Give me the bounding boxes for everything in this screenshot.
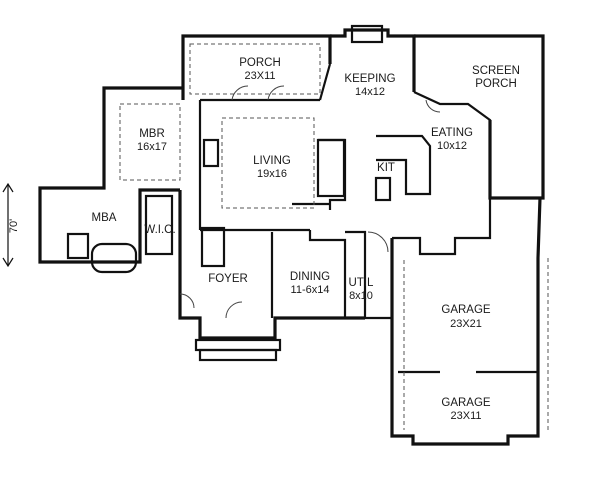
living-stair <box>316 138 346 198</box>
dashed-porch <box>189 43 321 95</box>
porch-name: PORCH <box>239 57 281 69</box>
door-swings <box>179 85 441 319</box>
dining-name: DINING <box>290 271 330 283</box>
screen-porch-name: SCREEN <box>472 65 520 77</box>
door-swing-3 <box>425 99 441 113</box>
living-size: 19x16 <box>257 168 287 180</box>
fireplace <box>202 138 220 168</box>
keeping-size: 14x12 <box>355 86 385 98</box>
garage1-name: GARAGE <box>441 304 491 316</box>
mbr-name: MBR <box>139 128 165 140</box>
dashed-mbr <box>119 103 181 181</box>
foyer-stair <box>200 226 226 268</box>
door-swing-2 <box>267 85 285 101</box>
wic-shelf <box>144 194 174 256</box>
chimney <box>350 24 384 44</box>
bath-shower <box>66 232 90 260</box>
wic-name: W.I.C. <box>144 224 175 236</box>
dashed-lines <box>119 43 549 432</box>
eating-size: 10x12 <box>437 140 467 152</box>
mba-name: MBA <box>92 212 117 224</box>
dashed-living <box>221 117 315 209</box>
wall-porch-north <box>181 34 332 100</box>
porch-step-1 <box>194 338 282 352</box>
wall-kit-garage <box>392 198 492 256</box>
foyer-name: FOYER <box>208 273 248 285</box>
screen-porch-name2: PORCH <box>475 78 517 90</box>
door-swing-1 <box>231 85 249 101</box>
door-swing-4 <box>225 301 243 319</box>
dimension-marker <box>2 182 14 268</box>
kit-name: KIT <box>377 162 395 174</box>
room-labels: PORCH 23X11 KEEPING 14x12 SCREEN PORCH M… <box>92 57 520 422</box>
kitchen-island <box>376 134 432 196</box>
door-swing-5 <box>367 231 389 253</box>
dimension-label: 70' <box>8 219 20 233</box>
garage2-name: GARAGE <box>441 397 491 409</box>
wall-stair <box>318 138 347 210</box>
wall-keeping-side <box>318 63 332 101</box>
exterior-walls <box>38 28 545 446</box>
keeping-name: KEEPING <box>344 73 395 85</box>
util-name: UTIL <box>349 277 375 289</box>
mbr-size: 16x17 <box>137 141 167 153</box>
porch-size: 23X11 <box>245 70 276 82</box>
kitchen-range <box>374 176 392 202</box>
wall-west-lower <box>178 190 365 340</box>
dining-size: 11-6x14 <box>291 284 330 296</box>
porch-step-2 <box>198 348 278 362</box>
door-swing-6 <box>179 293 195 309</box>
util-size: 8x10 <box>349 290 373 302</box>
bath-tub <box>90 242 138 274</box>
garage1-size: 23X21 <box>450 318 482 330</box>
eating-name: EATING <box>431 127 473 139</box>
wall-screen-porch <box>414 34 545 200</box>
dimension-arrow-bottom <box>2 257 14 268</box>
dimension-arrow-top <box>2 182 14 193</box>
wall-mbr-west <box>38 86 183 264</box>
interior-walls <box>66 24 538 374</box>
wall-keeping-eating <box>413 91 492 198</box>
living-name: LIVING <box>253 155 291 167</box>
wall-util <box>345 230 392 320</box>
garage2-size: 23X11 <box>451 410 482 422</box>
wall-garage <box>390 197 542 446</box>
wall-dining-util <box>308 230 347 318</box>
